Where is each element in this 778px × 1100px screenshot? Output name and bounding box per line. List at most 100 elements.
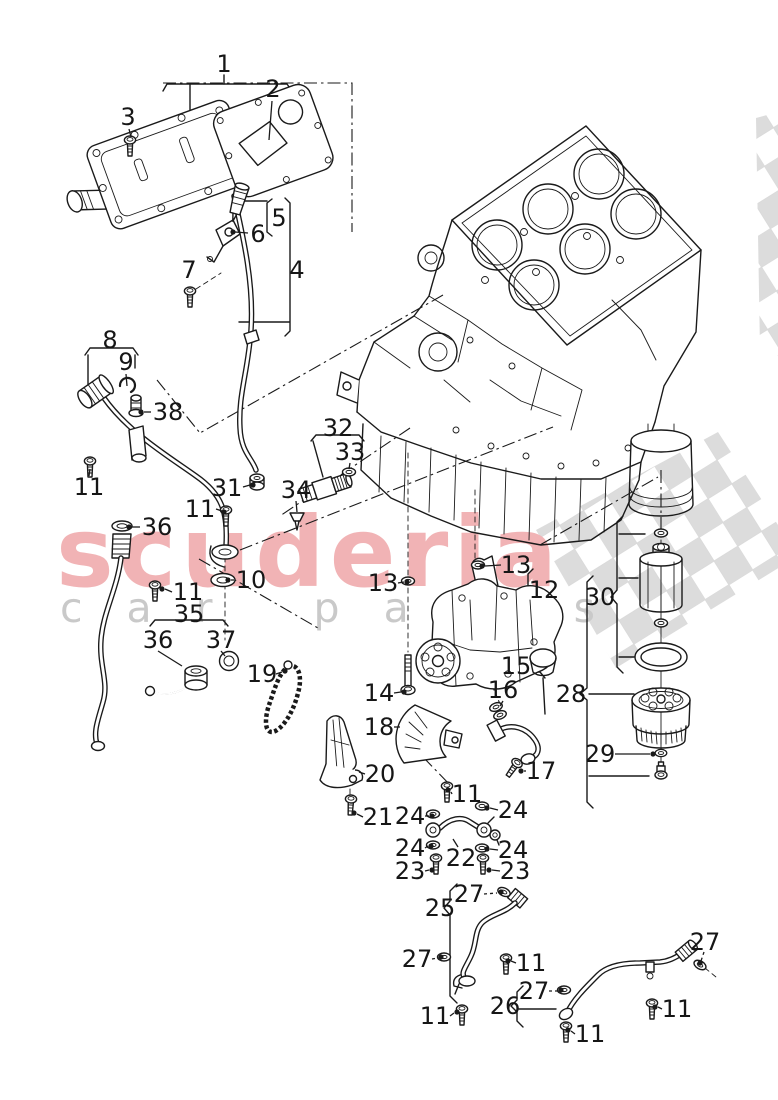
leader-line-p11h <box>570 1030 576 1035</box>
part-number-p22: 22 <box>446 844 477 872</box>
leader-dot-p13b <box>479 563 485 569</box>
leader-line-p13b <box>484 564 502 567</box>
part-number-p33: 33 <box>335 438 366 466</box>
part-number-p11a: 11 <box>74 473 105 501</box>
leader-line-p6 <box>234 231 249 234</box>
part-number-p38: 38 <box>153 398 184 426</box>
leader-line-p16 <box>499 700 504 707</box>
leader-dot-p24c <box>428 843 434 849</box>
leader-line-p22 <box>452 838 459 848</box>
oil-pipe-22-illustration <box>425 801 501 853</box>
part-number-p14: 14 <box>364 679 395 707</box>
leader-line-p3 <box>128 128 132 138</box>
oil-filter-housing-illustration <box>628 423 694 517</box>
leader-dot-p11g <box>652 1004 658 1010</box>
part-number-p2: 2 <box>265 75 280 103</box>
leader-dot-p27a <box>498 889 504 895</box>
part-number-p5: 5 <box>271 204 286 232</box>
leader-line-p11b <box>215 508 223 512</box>
part-number-p27b: 27 <box>402 945 433 973</box>
part-number-p11f: 11 <box>420 1002 451 1030</box>
part-number-p27c: 27 <box>690 928 721 956</box>
part-number-p25: 25 <box>425 894 456 922</box>
retaining-clip-9-illustration <box>118 376 137 394</box>
part-number-p13b: 13 <box>501 551 532 579</box>
leader-line-p9 <box>125 373 128 387</box>
leader-dot-p17 <box>518 768 524 774</box>
part-number-p27d: 27 <box>519 977 550 1005</box>
part-number-p8: 8 <box>102 326 117 354</box>
part-number-p11e: 11 <box>516 949 547 977</box>
engine-block-illustration <box>336 125 702 546</box>
leader-line-p33 <box>348 462 351 470</box>
leader-dot-p29 <box>650 751 656 757</box>
leader-dot-p27d <box>558 987 564 993</box>
leader-line-p11a <box>88 468 91 477</box>
oil-pipe-26-illustration <box>558 939 717 1021</box>
part-number-p21: 21 <box>363 803 394 831</box>
dipstick-grommet-illustration <box>249 473 265 491</box>
leader-line-p27c <box>700 951 705 962</box>
dipstick-funnel-illustration <box>229 182 250 223</box>
leader-dot-p14 <box>401 689 407 695</box>
leader-dot-p19 <box>282 668 288 674</box>
part-number-p30: 30 <box>585 583 616 611</box>
part-number-p15: 15 <box>501 652 532 680</box>
part-number-p24a: 24 <box>395 802 426 830</box>
part-number-p20: 20 <box>365 760 396 788</box>
part-number-p37: 37 <box>206 626 237 654</box>
oil-pipe-25-illustration <box>452 884 529 995</box>
screw-11e-illustration <box>499 953 513 975</box>
part-number-p7: 7 <box>181 256 196 284</box>
part-number-p31: 31 <box>212 474 243 502</box>
part-number-p18: 18 <box>364 713 395 741</box>
part-number-p11c: 11 <box>173 578 204 606</box>
leader-line-p11d <box>450 791 453 795</box>
oil-filter-stack-illustration <box>631 528 691 780</box>
leader-line-p19 <box>275 671 283 675</box>
screw-11h-illustration <box>559 1021 573 1043</box>
leader-dot-p24b <box>484 805 490 811</box>
part-number-p34: 34 <box>281 476 312 504</box>
oil-pipe-35-illustration <box>90 520 240 752</box>
filter-cap-illustration <box>631 687 691 749</box>
leader-line-p27a <box>483 892 498 895</box>
oil-cooler-illustration <box>66 99 254 230</box>
part-number-p12: 12 <box>529 576 560 604</box>
leader-dot-p10 <box>225 577 231 583</box>
leader-line-p24d <box>489 848 499 851</box>
part-number-p13a: 13 <box>368 569 399 597</box>
leader-line-p24b <box>489 807 499 811</box>
screw-11f-illustration <box>455 1004 469 1026</box>
leader-line-p20 <box>358 771 366 775</box>
part-number-p32: 32 <box>323 414 354 442</box>
part-number-p10: 10 <box>236 566 267 594</box>
part-number-p29: 29 <box>585 740 616 768</box>
leader-line-p14 <box>393 691 402 694</box>
part-number-p11b: 11 <box>185 495 216 523</box>
leader-line-p11g <box>657 1006 663 1010</box>
leader-dot-p27c <box>697 960 703 966</box>
part-number-p11g: 11 <box>662 995 693 1023</box>
leader-line-p11f <box>449 1012 455 1017</box>
screw-34-illustration <box>289 512 305 531</box>
part-number-p4: 4 <box>289 256 304 284</box>
leader-line-p34 <box>295 500 298 513</box>
leader-line-p2 <box>268 100 273 141</box>
filter-drain-screw-illustration <box>654 761 668 780</box>
part-number-p3: 3 <box>120 103 135 131</box>
chain-guard-18-illustration <box>395 704 463 764</box>
leader-dot-p11b <box>221 509 227 515</box>
part-number-p16: 16 <box>488 676 519 704</box>
oil-pipe-15-illustration <box>486 700 541 765</box>
part-number-p36a: 36 <box>142 513 173 541</box>
leader-line-p13a <box>397 581 405 584</box>
leader-line-p37 <box>220 650 226 657</box>
leader-dot-p24d <box>484 846 490 852</box>
part-number-p23a: 23 <box>395 857 426 885</box>
part-number-p27a: 27 <box>454 880 485 908</box>
pump-bolt-14-illustration <box>400 654 416 696</box>
callout-brackets <box>84 74 650 1028</box>
